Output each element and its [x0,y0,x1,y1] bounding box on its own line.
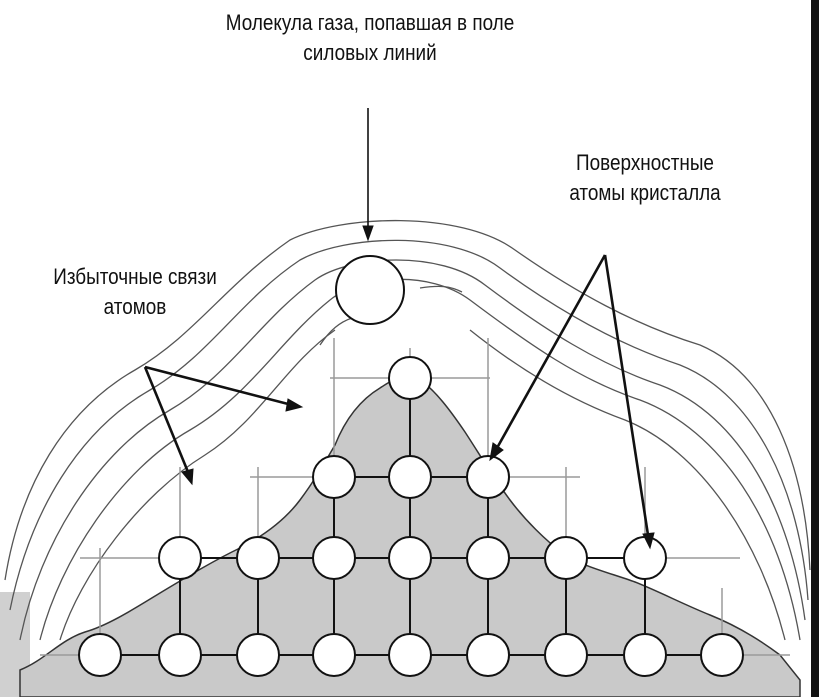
gas-arrow-head [363,226,373,240]
crystal-atom [545,634,587,676]
gas-molecule-label: Молекула газа, попавшая в поле силовых л… [164,8,577,67]
crystal-atom [159,537,201,579]
field-line [320,318,352,345]
gas-label-line-1: Молекула газа, попавшая в поле [164,8,577,38]
crystal-atom [467,537,509,579]
right-border [811,0,819,697]
crystal-atom [237,634,279,676]
crystal-atom [159,634,201,676]
crystal-atom [624,634,666,676]
excess-arrow-lower-line [145,367,188,472]
crystal-atom [313,634,355,676]
excess-bonds-label: Избыточные связи атомов [19,262,251,321]
surface-label-line-1: Поверхностные [525,148,766,178]
crystal-atom [701,634,743,676]
crystal-atom [389,537,431,579]
excess-label-line-1: Избыточные связи [19,262,251,292]
surface-arrow-right-line [605,255,648,535]
surface-arrow-left-line [497,255,605,448]
surface-label-line-2: атомы кристалла [525,178,766,208]
excess-arrow-lower-head [182,469,193,484]
crystal-atom [545,537,587,579]
crystal-atom [313,537,355,579]
crystal-atom [237,537,279,579]
excess-label-line-2: атомов [19,292,251,322]
crystal-atom [389,634,431,676]
crystal-atom [467,634,509,676]
gas-label-line-2: силовых линий [164,38,577,68]
crystal-atom [313,456,355,498]
crystal-atom [389,357,431,399]
crystal-atom [79,634,121,676]
crystal-atom [467,456,509,498]
gas-molecule [336,256,404,324]
surface-atoms-label: Поверхностные атомы кристалла [525,148,766,207]
excess-arrow-upper-head [286,399,302,411]
crystal-atom [389,456,431,498]
crystal-atom [624,537,666,579]
